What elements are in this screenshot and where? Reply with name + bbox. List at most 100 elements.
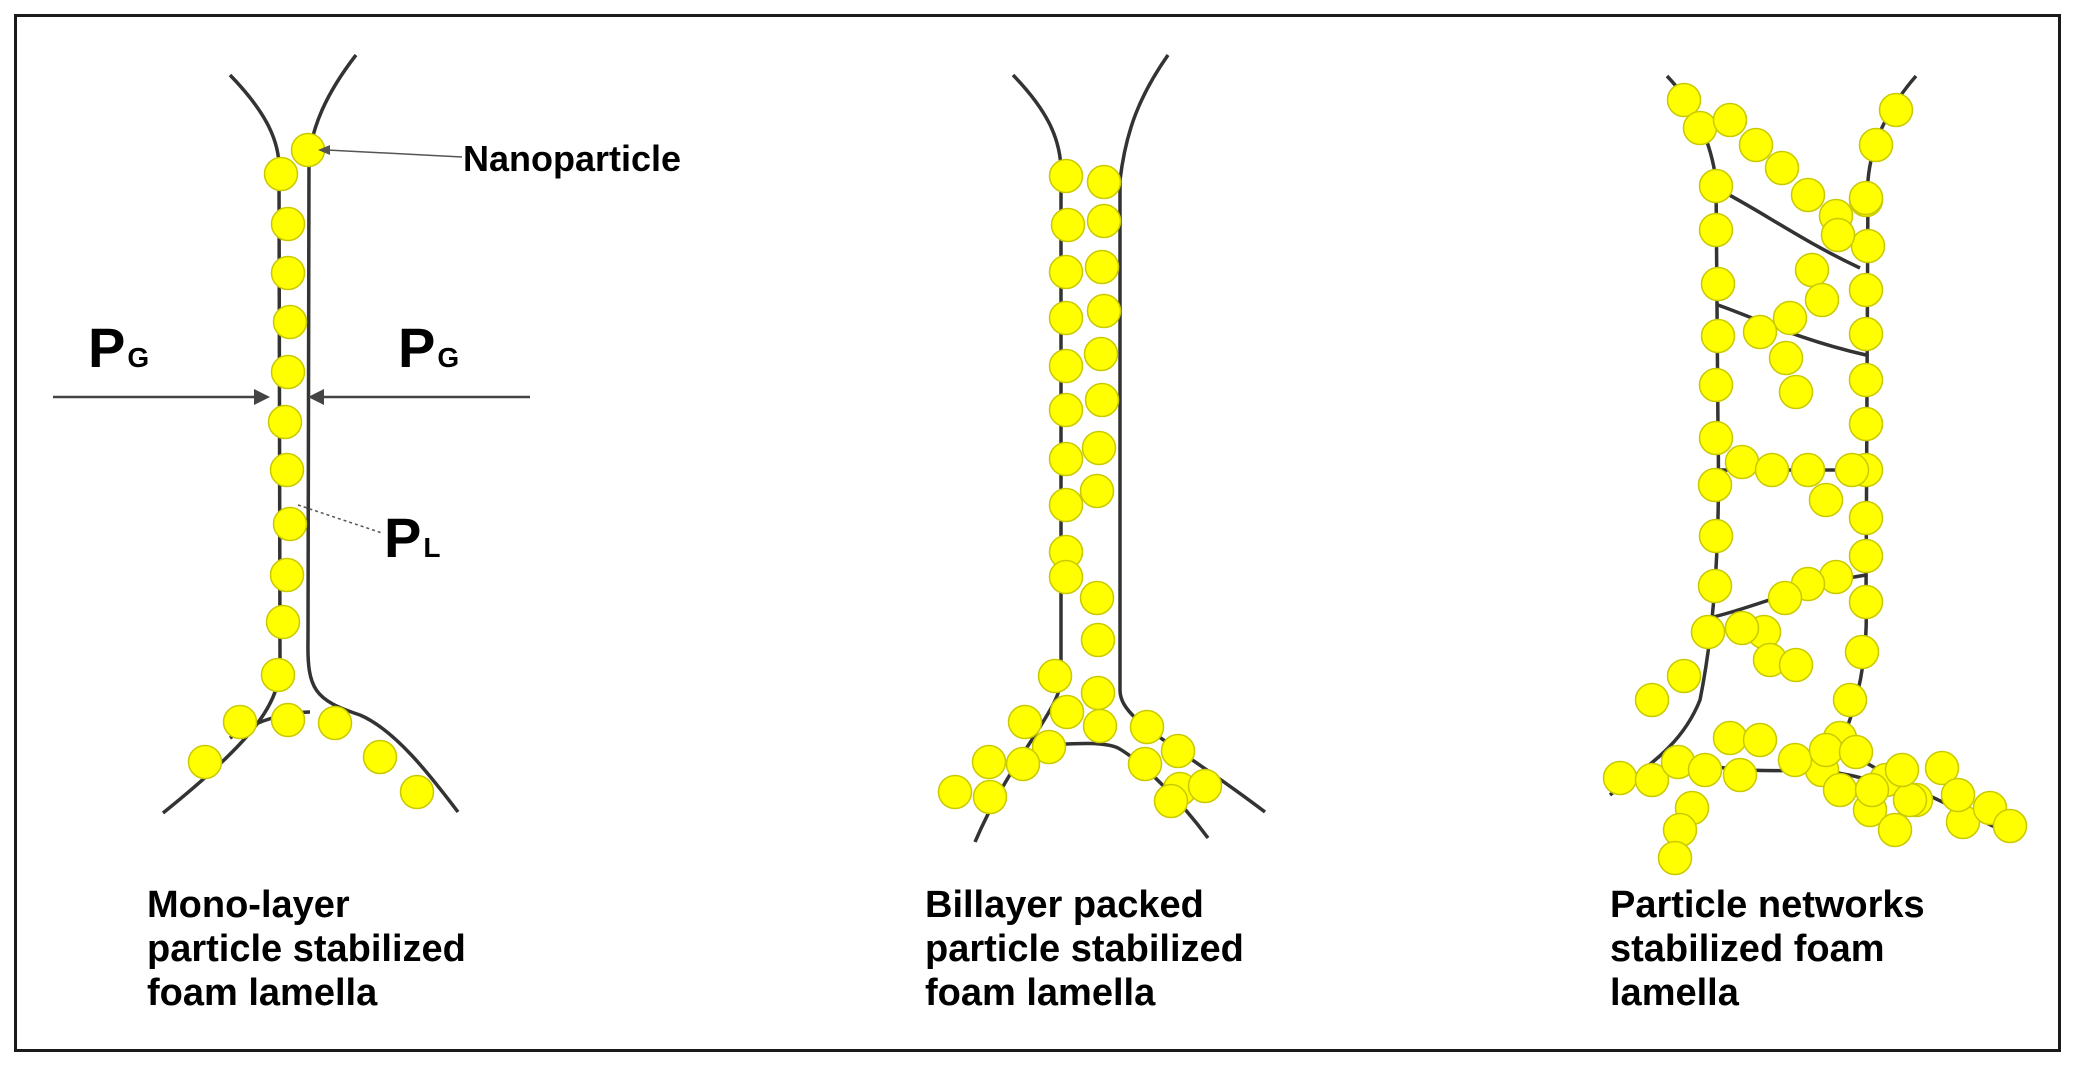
- nanoparticle: [1850, 228, 1886, 264]
- caption-network: Particle networks stabilized foam lamell…: [1610, 883, 1925, 1015]
- nanoparticle: [1129, 709, 1165, 745]
- nanoparticle: [1804, 282, 1840, 318]
- nanoparticle: [1738, 127, 1774, 163]
- nanoparticle: [1858, 127, 1894, 163]
- nanoparticle: [1878, 92, 1914, 128]
- nanoparticle: [1778, 374, 1814, 410]
- nanoparticle: [1083, 336, 1119, 372]
- nanoparticle: [1790, 177, 1826, 213]
- nanoparticle: [1666, 658, 1702, 694]
- nanoparticle: [1081, 430, 1117, 466]
- nanoparticle: [1940, 777, 1976, 813]
- pl-leader-line: [297, 504, 383, 534]
- nanoparticle: [1048, 300, 1084, 336]
- nanoparticle: [1666, 82, 1702, 118]
- nanoparticles: [187, 82, 2028, 876]
- nanoparticle: [1877, 812, 1913, 848]
- nanoparticle: [1127, 746, 1163, 782]
- nanoparticle: [1848, 362, 1884, 398]
- nanoparticle: [937, 774, 973, 810]
- caption-line: foam lamella: [925, 972, 1156, 1014]
- nanoparticle: [1086, 203, 1122, 239]
- nanoparticle: [399, 774, 435, 810]
- caption-line: Mono-layer: [147, 884, 350, 926]
- nanoparticle: [1080, 622, 1116, 658]
- nanoparticle: [1048, 441, 1084, 477]
- nanoparticle: [1924, 750, 1960, 786]
- nanoparticle: [1712, 102, 1748, 138]
- nanoparticle: [1778, 647, 1814, 683]
- nanoparticle: [1854, 772, 1890, 808]
- film-line: [306, 53, 460, 814]
- nanoparticle: [1848, 180, 1884, 216]
- nanoparticle: [1697, 568, 1733, 604]
- nanoparticle: [1698, 518, 1734, 554]
- nanoparticle: [1698, 168, 1734, 204]
- nanoparticle: [1698, 367, 1734, 403]
- nanoparticle: [263, 156, 299, 192]
- nanoparticle: [1084, 382, 1120, 418]
- film-line: [161, 73, 282, 815]
- nanoparticle: [1832, 682, 1868, 718]
- nanoparticle: [1808, 732, 1844, 768]
- nanoparticle: [267, 404, 303, 440]
- nanoparticle: [1050, 207, 1086, 243]
- nanoparticle: [1772, 300, 1808, 336]
- nanoparticle: [1834, 452, 1870, 488]
- nanoparticle: [1724, 444, 1760, 480]
- nanoparticle: [1007, 704, 1043, 740]
- nanoparticle: [1848, 538, 1884, 574]
- nanoparticle: [1822, 772, 1858, 808]
- nanoparticle: [270, 702, 306, 738]
- nanoparticle: [1777, 742, 1813, 778]
- nanoparticle: [1697, 467, 1733, 503]
- nanoparticle: [270, 206, 306, 242]
- nanoparticle: [1768, 340, 1804, 376]
- nanoparticle: [1048, 158, 1084, 194]
- nanoparticle: [1848, 406, 1884, 442]
- nanoparticle: [1048, 559, 1084, 595]
- nanoparticle: [1160, 733, 1196, 769]
- nanoparticle: [1820, 217, 1856, 253]
- caption-line: stabilized foam: [1610, 928, 1885, 970]
- nanoparticle: [187, 744, 223, 780]
- nanoparticle: [971, 744, 1007, 780]
- nanoparticle: [1848, 272, 1884, 308]
- nanoparticle: [272, 304, 308, 340]
- nanoparticle: [1884, 752, 1920, 788]
- nanoparticle: [1082, 708, 1118, 744]
- nanoparticle: [1808, 482, 1844, 518]
- nanoparticle-arrowhead: [318, 145, 330, 155]
- nanoparticle: [1049, 694, 1085, 730]
- nanoparticle-leader-line: [326, 149, 463, 158]
- nanoparticle: [1764, 150, 1800, 186]
- nanoparticle: [265, 604, 301, 640]
- nanoparticle: [1048, 392, 1084, 428]
- nanoparticle: [1079, 580, 1115, 616]
- caption-bilayer: Billayer packed particle stabilized foam…: [925, 883, 1244, 1015]
- nanoparticle: [972, 779, 1008, 815]
- nanoparticle: [1048, 487, 1084, 523]
- nanoparticle: [1153, 783, 1189, 819]
- nanoparticle: [1187, 768, 1223, 804]
- caption-line: particle stabilized: [925, 928, 1244, 970]
- nanoparticle: [1690, 614, 1726, 650]
- caption-line: Particle networks: [1610, 884, 1925, 926]
- nanoparticle: [269, 557, 305, 593]
- nanoparticle: [1698, 420, 1734, 456]
- right-pressure-arrowhead: [308, 389, 324, 405]
- nanoparticle: [1005, 746, 1041, 782]
- nanoparticle: [1700, 318, 1736, 354]
- caption-line: Billayer packed: [925, 884, 1204, 926]
- figure-frame: [14, 14, 2061, 1052]
- nanoparticle: [1080, 675, 1116, 711]
- nanoparticle: [270, 354, 306, 390]
- nanoparticle: [272, 506, 308, 542]
- nanoparticle: [1048, 348, 1084, 384]
- nanoparticle: [1086, 164, 1122, 200]
- nanoparticle: [1700, 266, 1736, 302]
- nanoparticle: [1634, 762, 1670, 798]
- caption-monolayer: Mono-layer particle stabilized foam lame…: [147, 883, 466, 1015]
- nanoparticle: [362, 739, 398, 775]
